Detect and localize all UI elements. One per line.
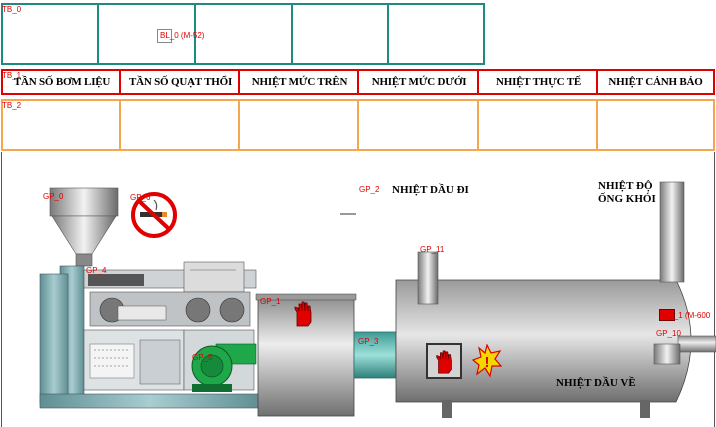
tb2-tag: TB_2 (2, 101, 22, 110)
bl1-box[interactable] (659, 309, 675, 321)
header-actual-temp: NHIỆT THỰC TẾ (495, 76, 582, 88)
hand-stop-icon (436, 350, 452, 374)
process-panel (1, 152, 715, 427)
tb0-tag: TB_0 (2, 5, 22, 14)
tb1-table: TẦN SỐ BƠM LIỆU TẦN SỐ QUẠT THỔI NHIỆT M… (1, 69, 715, 95)
boiler-stop-button[interactable] (426, 343, 462, 379)
hopper (49, 187, 119, 267)
no-smoking-icon (131, 192, 177, 238)
header-alarm-temp: NHIỆT CẢNH BÁO (608, 76, 703, 88)
boiler-tank (395, 181, 692, 418)
tb2-cell-1[interactable] (3, 101, 121, 149)
tb1-cell-5 (479, 71, 598, 93)
label-oil-return-temp: NHIỆT DẦU VỀ (556, 377, 636, 389)
teal-connector (353, 331, 397, 379)
tb0-table (1, 3, 485, 65)
gp1-tag: GP_1 (260, 297, 281, 306)
label-chimney-temp-1: NHIỆT ĐỘ (598, 180, 653, 192)
header-upper-temp: NHIỆT MỨC TRÊN (251, 76, 348, 88)
tb1-cell-4 (359, 71, 479, 93)
gp3-tag: GP_3 (358, 337, 379, 346)
return-pipe (653, 335, 716, 365)
fan-motor-icon[interactable] (191, 343, 257, 392)
hand-stop-icon[interactable] (291, 300, 317, 328)
gp11-tag: GP_11 (420, 245, 445, 254)
tb0-cell-3[interactable] (196, 5, 293, 63)
tb1-cell-2 (121, 71, 240, 93)
gp6-tag: GP_6 (130, 193, 151, 202)
bl0-tag: BL_0 (M-52) (160, 31, 205, 40)
tb1-cell-3 (240, 71, 359, 93)
gp4-tag: GP_4 (86, 266, 107, 275)
bl1-tag: BL_1 (M-600 (664, 311, 711, 320)
tb2-cell-3[interactable] (240, 101, 359, 149)
label-chimney-temp-2: ỐNG KHÓI (598, 193, 656, 205)
tb0-cell-1[interactable] (3, 5, 99, 63)
tb0-cell-4[interactable] (293, 5, 389, 63)
label-oil-out-temp: NHIỆT DẦU ĐI (392, 184, 469, 196)
gp10-tag: GP_10 (656, 329, 681, 338)
svg-text:!: ! (485, 354, 490, 371)
gp2-tag: GP_2 (359, 185, 380, 194)
header-pump-frequency: TẦN SỐ BƠM LIỆU (13, 76, 111, 88)
tb1-cell-1 (3, 71, 121, 93)
tb2-cell-5[interactable] (479, 101, 598, 149)
tb1-tag: TB_1 (2, 71, 22, 80)
alarm-icon[interactable]: ! (472, 344, 502, 378)
header-lower-temp: NHIỆT MỨC DƯỚI (371, 76, 467, 88)
gp0-tag: GP_0 (43, 192, 64, 201)
tb0-cell-2[interactable] (99, 5, 196, 63)
tb2-cell-2[interactable] (121, 101, 240, 149)
tb2-cell-4[interactable] (359, 101, 479, 149)
header-blower-frequency: TẦN SỐ QUẠT THỔI (128, 76, 233, 88)
gp5-tag: GP_5 (192, 353, 213, 362)
tb2-table (1, 99, 715, 151)
bl0-box[interactable] (157, 29, 172, 43)
